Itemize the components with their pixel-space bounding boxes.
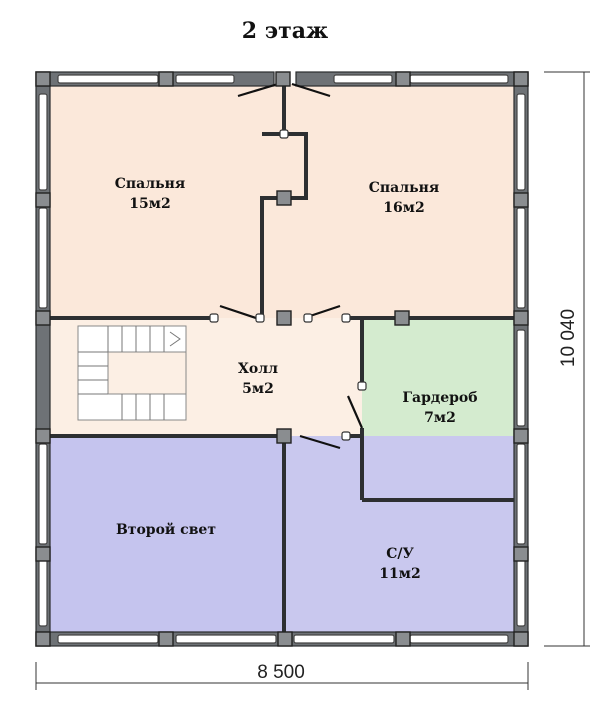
bathroom-area: 11м2 bbox=[379, 566, 420, 582]
door-bedroom-left bbox=[219, 304, 257, 320]
room-second-light bbox=[50, 436, 284, 636]
door-wardrobe bbox=[346, 395, 364, 429]
bedroom-right-name: Спальня bbox=[369, 180, 439, 196]
door-bathroom bbox=[299, 434, 341, 450]
stair-arrow-icon bbox=[169, 331, 181, 347]
dimension-width bbox=[35, 662, 529, 690]
door-bedroom-left-top bbox=[237, 82, 279, 98]
room-bedroom-right bbox=[284, 84, 514, 318]
hall-area: 5м2 bbox=[242, 381, 274, 397]
dimension-width-label: 8 500 bbox=[257, 662, 305, 683]
door-bedroom-right-top bbox=[291, 82, 331, 98]
posts bbox=[35, 71, 529, 647]
floor-title: 2 этаж bbox=[242, 18, 328, 44]
bathroom-name: С/У bbox=[386, 546, 414, 562]
staircase bbox=[77, 325, 187, 421]
wardrobe-area: 7м2 bbox=[424, 410, 456, 426]
dimension-height bbox=[544, 71, 590, 647]
room-bathroom-ext bbox=[362, 500, 514, 636]
bedroom-left-name: Спальня bbox=[115, 176, 185, 192]
wardrobe-name: Гардероб bbox=[402, 390, 477, 406]
bedroom-left-area: 15м2 bbox=[129, 196, 170, 212]
room-bedroom-left bbox=[50, 84, 284, 318]
bedroom-right-area: 16м2 bbox=[383, 200, 424, 216]
hall-name: Холл bbox=[238, 361, 278, 377]
second-light-name: Второй свет bbox=[116, 521, 216, 538]
dimension-height-label: 10 040 bbox=[558, 309, 579, 367]
